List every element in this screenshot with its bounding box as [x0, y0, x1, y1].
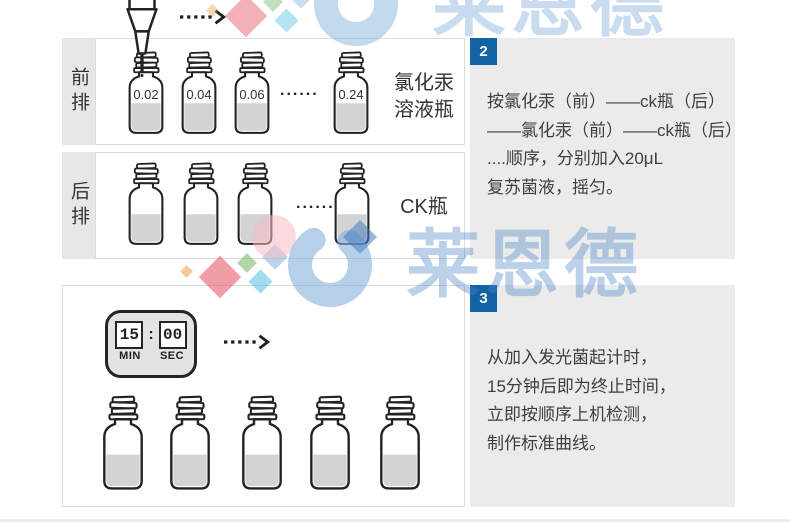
step2-badge: 2 [470, 38, 497, 65]
dotted-arrow-icon [224, 333, 272, 351]
back-row-label-strip: 后排 [62, 152, 95, 259]
back-row-caption: CK瓶 [400, 196, 448, 218]
pipette-icon [117, 0, 167, 82]
back-row-label: 后排 [68, 180, 89, 231]
sample-bottle-4 [306, 395, 354, 492]
sample-bottle-3 [238, 395, 286, 492]
ck-bottle-1 [125, 162, 167, 247]
step3-text: 从加入发光菌起计时， 15分钟后即为终止时间， 立即按顺序上机检测， 制作标准曲… [487, 348, 676, 453]
ck-bottle-2 [180, 162, 222, 247]
ellipsis-dots: ...... [280, 82, 319, 99]
timer: 15 : 00 MIN SEC [105, 310, 197, 378]
timer-colon: : [148, 326, 154, 343]
sample-bottle-5 [376, 395, 424, 492]
sample-bottle-2 [166, 395, 214, 492]
mercury-bottle-4: 0.24 [330, 51, 372, 136]
bottle-concentration-label: 0.24 [338, 87, 364, 102]
sample-bottle-1 [99, 395, 147, 492]
front-row-label-strip: 前排 [62, 38, 95, 145]
bottom-edge-divider [0, 519, 790, 522]
ellipsis-dots: ...... [296, 195, 335, 212]
step2-panel: 2 按氯化汞（前）——ck瓶（后） ——氯化汞（前）——ck瓶（后） ....顺… [470, 38, 742, 259]
ck-bottle-4 [331, 162, 373, 247]
mercury-bottle-1: 0.02 [125, 51, 167, 136]
mercury-bottle-2: 0.04 [178, 51, 220, 136]
bottle-concentration-label: 0.06 [239, 87, 265, 102]
bottle-concentration-label: 0.04 [186, 87, 212, 102]
ck-bottle-3 [234, 162, 276, 247]
step3-panel: 3 从加入发光菌起计时， 15分钟后即为终止时间， 立即按顺序上机检测， 制作标… [470, 285, 735, 507]
step3-badge: 3 [470, 285, 497, 312]
timer-sec-label: SEC [159, 350, 185, 362]
step2-text: 按氯化汞（前）——ck瓶（后） ——氯化汞（前）——ck瓶（后） ....顺序，… [487, 92, 742, 197]
bottle-concentration-label: 0.02 [133, 87, 159, 102]
timer-minutes: 15 [115, 321, 144, 349]
front-row-label: 前排 [68, 66, 89, 117]
timer-min-label: MIN [119, 350, 141, 362]
dotted-arrow-icon [180, 8, 228, 26]
mercury-bottle-3: 0.06 [231, 51, 273, 136]
front-row-caption: 氯化汞 溶液瓶 [394, 72, 454, 121]
timer-seconds: 00 [158, 321, 187, 349]
